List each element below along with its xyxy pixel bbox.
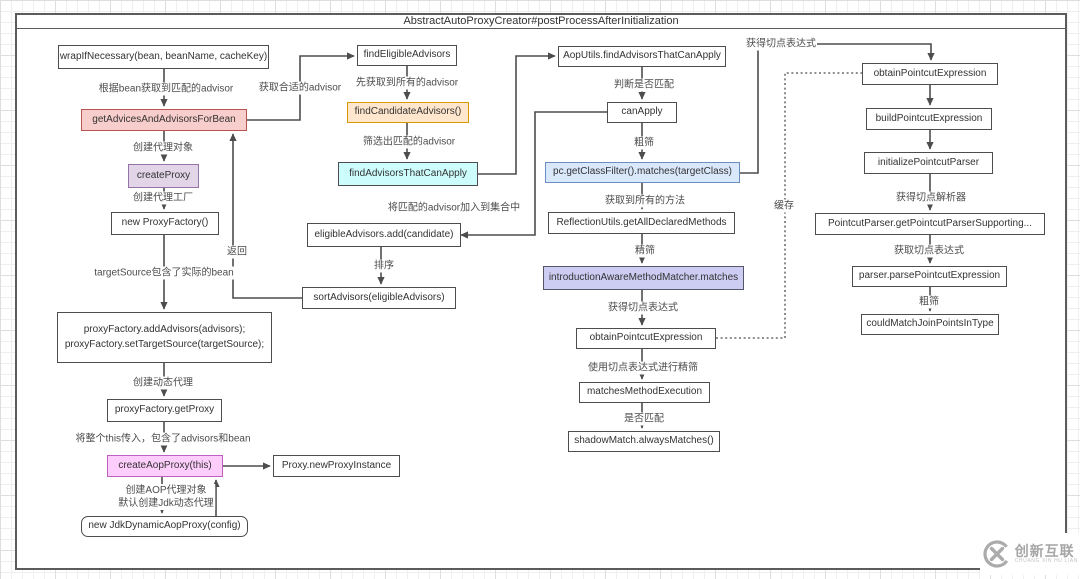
edge-label-l21: 获得切点表达式	[745, 37, 817, 51]
node-couldMatch: couldMatchJoinPointsInType	[861, 314, 999, 335]
node-buildPointcut: buildPointcutExpression	[866, 108, 992, 130]
node-findEligible: findEligibleAdvisors	[357, 45, 457, 66]
edge-label-l4: 创建代理工厂	[132, 191, 194, 205]
edge-label-l17: 精筛	[634, 244, 656, 258]
node-eligibleAdd: eligibleAdvisors.add(candidate)	[307, 223, 461, 247]
edge-label-l12: 将匹配的advisor加入到集合中	[386, 201, 522, 215]
node-sortAdvisors: sortAdvisors(eligibleAdvisors)	[302, 287, 456, 309]
node-parserParse: parser.parsePointcutExpression	[852, 266, 1007, 287]
edge-label-l5: targetSource包含了实际的bean	[93, 266, 235, 280]
edge-label-l3: 创建代理对象	[132, 141, 194, 155]
node-shadowMatch: shadowMatch.alwaysMatches()	[568, 431, 720, 452]
edge-label-l23: 获得切点解析器	[895, 191, 967, 205]
edge-label-l24: 获取切点表达式	[893, 244, 965, 258]
node-pointcutParser: PointcutParser.getPointcutParserSupporti…	[815, 213, 1045, 235]
node-matchesMethod: matchesMethodExecution	[579, 382, 710, 403]
edge-label-l20: 是否匹配	[623, 412, 665, 426]
watermark-logo-icon	[983, 540, 1011, 568]
edge-label-l9: 创建AOP代理对象 默认创建Jdk动态代理	[117, 484, 215, 510]
node-addAdvisors: proxyFactory.addAdvisors(advisors); prox…	[57, 312, 272, 363]
node-aopUtils: AopUtils.findAdvisorsThatCanApply	[558, 46, 726, 67]
edge-label-l15: 粗筛	[633, 136, 655, 150]
edge-label-l7: 创建动态代理	[132, 376, 194, 390]
edge-label-l6: 返回	[226, 245, 248, 259]
node-findCandidate: findCandidateAdvisors()	[347, 102, 469, 123]
node-newProxyFactory: new ProxyFactory()	[111, 212, 219, 235]
node-reflection: ReflectionUtils.getAllDeclaredMethods	[548, 212, 735, 234]
node-wrap: wrapIfNecessary(bean, beanName, cacheKey…	[58, 45, 269, 69]
edge-label-l19: 使用切点表达式进行精筛	[587, 361, 699, 375]
watermark: 创新互联 CHUANG XIN HU LIAN	[980, 533, 1080, 575]
diagram-title: AbstractAutoProxyCreator#postProcessAfte…	[17, 15, 1065, 29]
watermark-subtext: CHUANG XIN HU LIAN	[1014, 557, 1078, 564]
node-introMatcher: introductionAwareMethodMatcher.matches	[543, 266, 744, 290]
node-proxyNew: Proxy.newProxyInstance	[273, 455, 400, 477]
edge-label-l8: 将整个this传入，包含了advisors和bean	[74, 432, 252, 446]
node-getProxy: proxyFactory.getProxy	[107, 399, 222, 422]
edge-label-l10: 先获取到所有的advisor	[354, 76, 460, 90]
node-findAdvisorsThat: findAdvisorsThatCanApply	[338, 162, 478, 186]
node-obtainMid: obtainPointcutExpression	[576, 328, 716, 349]
node-jdkProxy: new JdkDynamicAopProxy(config)	[81, 516, 248, 537]
node-canApply: canApply	[607, 102, 677, 123]
edge-label-l18: 获得切点表达式	[607, 301, 679, 315]
node-initParser: initializePointcutParser	[864, 152, 993, 174]
edge-label-l11: 筛选出匹配的advisor	[361, 135, 457, 149]
edge-label-l14: 判断是否匹配	[613, 78, 675, 92]
node-obtainRight: obtainPointcutExpression	[862, 63, 998, 85]
edge-label-l25: 粗筛	[918, 295, 940, 309]
node-pcFilter: pc.getClassFilter().matches(targetClass)	[545, 162, 740, 183]
edge-label-l2: 获取合适的advisor	[257, 81, 343, 95]
watermark-brand: 创新互联	[1014, 542, 1075, 559]
node-createAop: createAopProxy(this)	[107, 455, 223, 477]
node-createProxy: createProxy	[128, 164, 199, 188]
node-getAdvices: getAdvicesAndAdvisorsForBean	[81, 109, 247, 131]
edge-label-l13: 排序	[373, 259, 395, 273]
edge-label-l1: 根据bean获取到匹配的advisor	[97, 82, 235, 96]
edge-label-l16: 获取到所有的方法	[604, 194, 686, 208]
edge-label-l22: 缓存	[773, 199, 795, 213]
